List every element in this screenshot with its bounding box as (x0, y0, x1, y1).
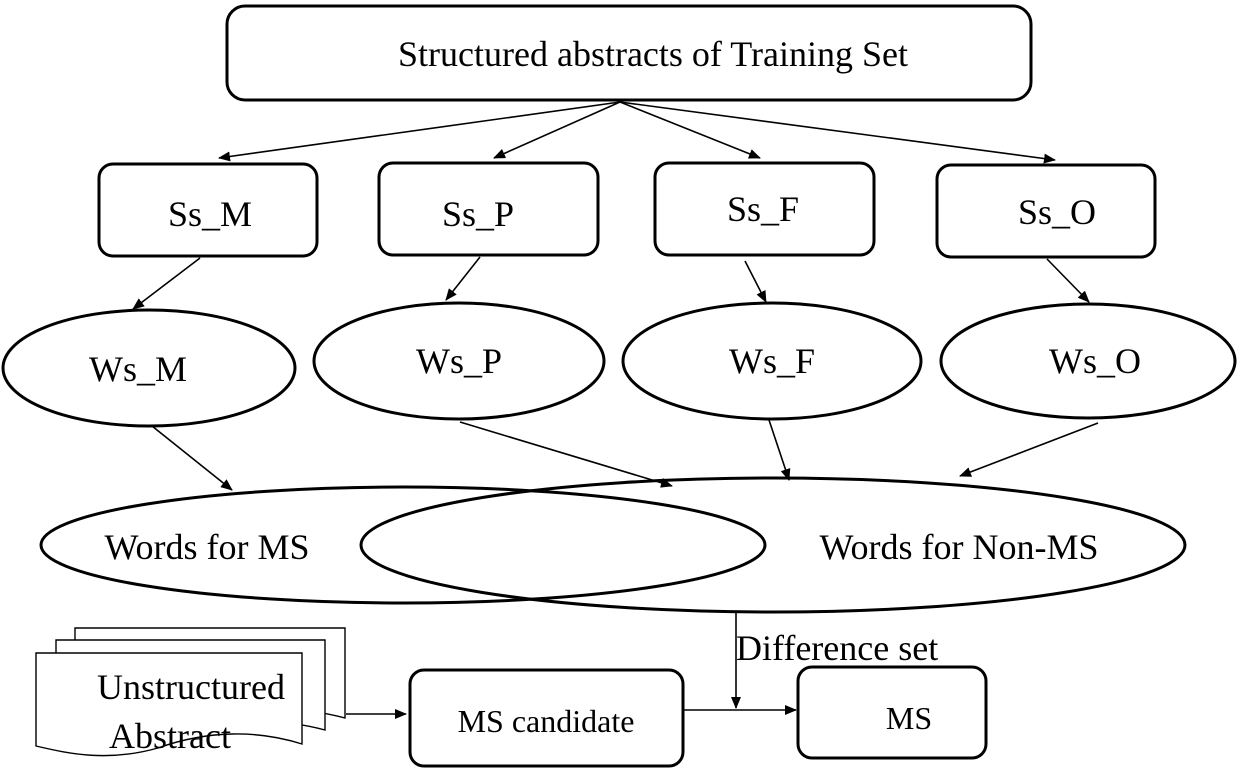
sentence-set-p: Ss_P (377, 161, 600, 257)
word-set-o-label: Ws_O (1049, 341, 1141, 381)
ms-candidate-box: MS candidate (408, 668, 685, 768)
words-ms-set: Words for MS (39, 485, 767, 605)
words-non-ms-set: Words for Non-MS (359, 476, 1187, 614)
unstructured-abstract-doc: Unstructured Abstract (35, 627, 346, 757)
top-edges (218, 101, 1056, 164)
mid-edges (132, 256, 1090, 310)
word-set-o: Ws_O (939, 302, 1237, 420)
sentence-set-p-label: Ss_P (442, 194, 514, 234)
doc-label-line2: Abstract (109, 716, 231, 756)
sentence-set-o-label: Ss_O (1018, 192, 1096, 232)
sentence-set-m-label: Ss_M (168, 194, 252, 234)
training-set-label: Structured abstracts of Training Set (398, 34, 908, 74)
ms-result-label: MS (886, 700, 932, 736)
words-ms-label: Words for MS (104, 527, 309, 567)
word-set-f: Ws_F (621, 301, 923, 421)
word-set-p: Ws_P (312, 301, 606, 421)
sentence-set-m: Ss_M (97, 162, 319, 258)
word-set-m: Ws_M (1, 308, 297, 428)
word-set-f-label: Ws_F (729, 341, 815, 381)
words-non-ms-label: Words for Non-MS (819, 527, 1098, 567)
ms-result-box: MS (796, 665, 988, 760)
doc-label-line1: Unstructured (97, 667, 285, 707)
training-set-box: Structured abstracts of Training Set (225, 4, 1033, 102)
sentence-set-f-label: Ss_F (727, 189, 799, 229)
sentence-set-f: Ss_F (653, 161, 876, 257)
difference-set-label: Difference set (736, 628, 938, 668)
sentence-set-o: Ss_O (935, 163, 1157, 259)
word-set-p-label: Ws_P (416, 341, 502, 381)
word-set-m-label: Ws_M (89, 349, 187, 389)
ms-candidate-label: MS candidate (458, 703, 635, 739)
bottom-edges (151, 419, 1099, 491)
